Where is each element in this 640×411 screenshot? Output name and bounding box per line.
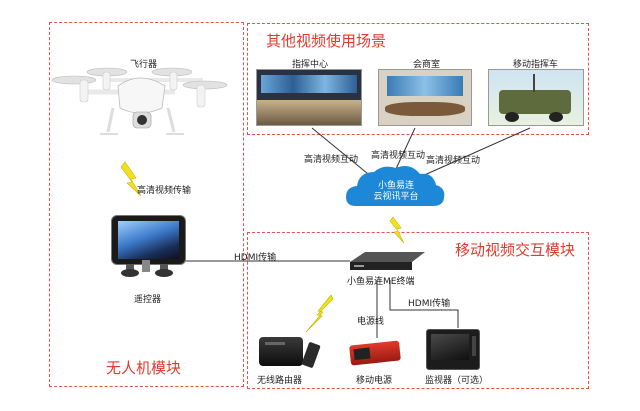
hd-video-transmission-label: 高清视频传输 xyxy=(137,186,192,196)
hd-interact-label-2: 高清视频互动 xyxy=(371,151,426,161)
mobile-module-title: 移动视频交互模块 xyxy=(455,241,576,259)
remote-label: 遥控器 xyxy=(134,295,162,305)
meeting-room-image xyxy=(378,69,472,126)
other-scenes-title: 其他视频使用场景 xyxy=(266,32,387,50)
drone-module-title: 无人机模块 xyxy=(106,359,182,377)
cloud-line-2: 云视讯平台 xyxy=(373,192,419,202)
monitor-image xyxy=(426,329,480,370)
command-vehicle-image xyxy=(488,69,584,126)
remote-controller-image xyxy=(111,215,186,265)
hdmi-right-label: HDMI传输 xyxy=(408,299,451,309)
interact-line-center xyxy=(394,127,416,172)
cloud-line-1: 小鱼易连 xyxy=(377,181,414,191)
interact-line-left xyxy=(311,127,374,179)
lightning-icon xyxy=(305,294,334,333)
lightning-icon xyxy=(389,216,405,244)
aircraft-label: 飞行器 xyxy=(130,60,158,70)
meeting-room-label: 会商室 xyxy=(413,60,441,70)
monitor-label: 监视器（可选） xyxy=(425,376,489,386)
command-center-image xyxy=(256,69,362,126)
me-terminal-label: 小鱼易连ME终端 xyxy=(347,277,415,287)
drone-module-frame xyxy=(49,22,244,387)
interact-line-right xyxy=(419,127,531,178)
router-image xyxy=(259,337,303,366)
power-bank-label: 移动电源 xyxy=(356,376,393,386)
command-center-label: 指挥中心 xyxy=(292,60,329,70)
command-vehicle-label: 移动指挥车 xyxy=(513,60,559,70)
other-scenes-frame xyxy=(247,23,589,135)
lightning-icon xyxy=(120,161,142,197)
hd-interact-label-3: 高清视频互动 xyxy=(426,156,481,166)
hdmi-line-right xyxy=(389,280,459,328)
hd-interact-label-1: 高清视频互动 xyxy=(304,155,359,165)
hdmi-left-label: HDMI传输 xyxy=(234,253,277,263)
power-cable-label: 电源线 xyxy=(357,317,385,327)
cloud-platform-label: 小鱼易连 云视讯平台 xyxy=(358,181,434,203)
router-label: 无线路由器 xyxy=(257,376,303,386)
mobile-module-frame xyxy=(247,232,589,389)
